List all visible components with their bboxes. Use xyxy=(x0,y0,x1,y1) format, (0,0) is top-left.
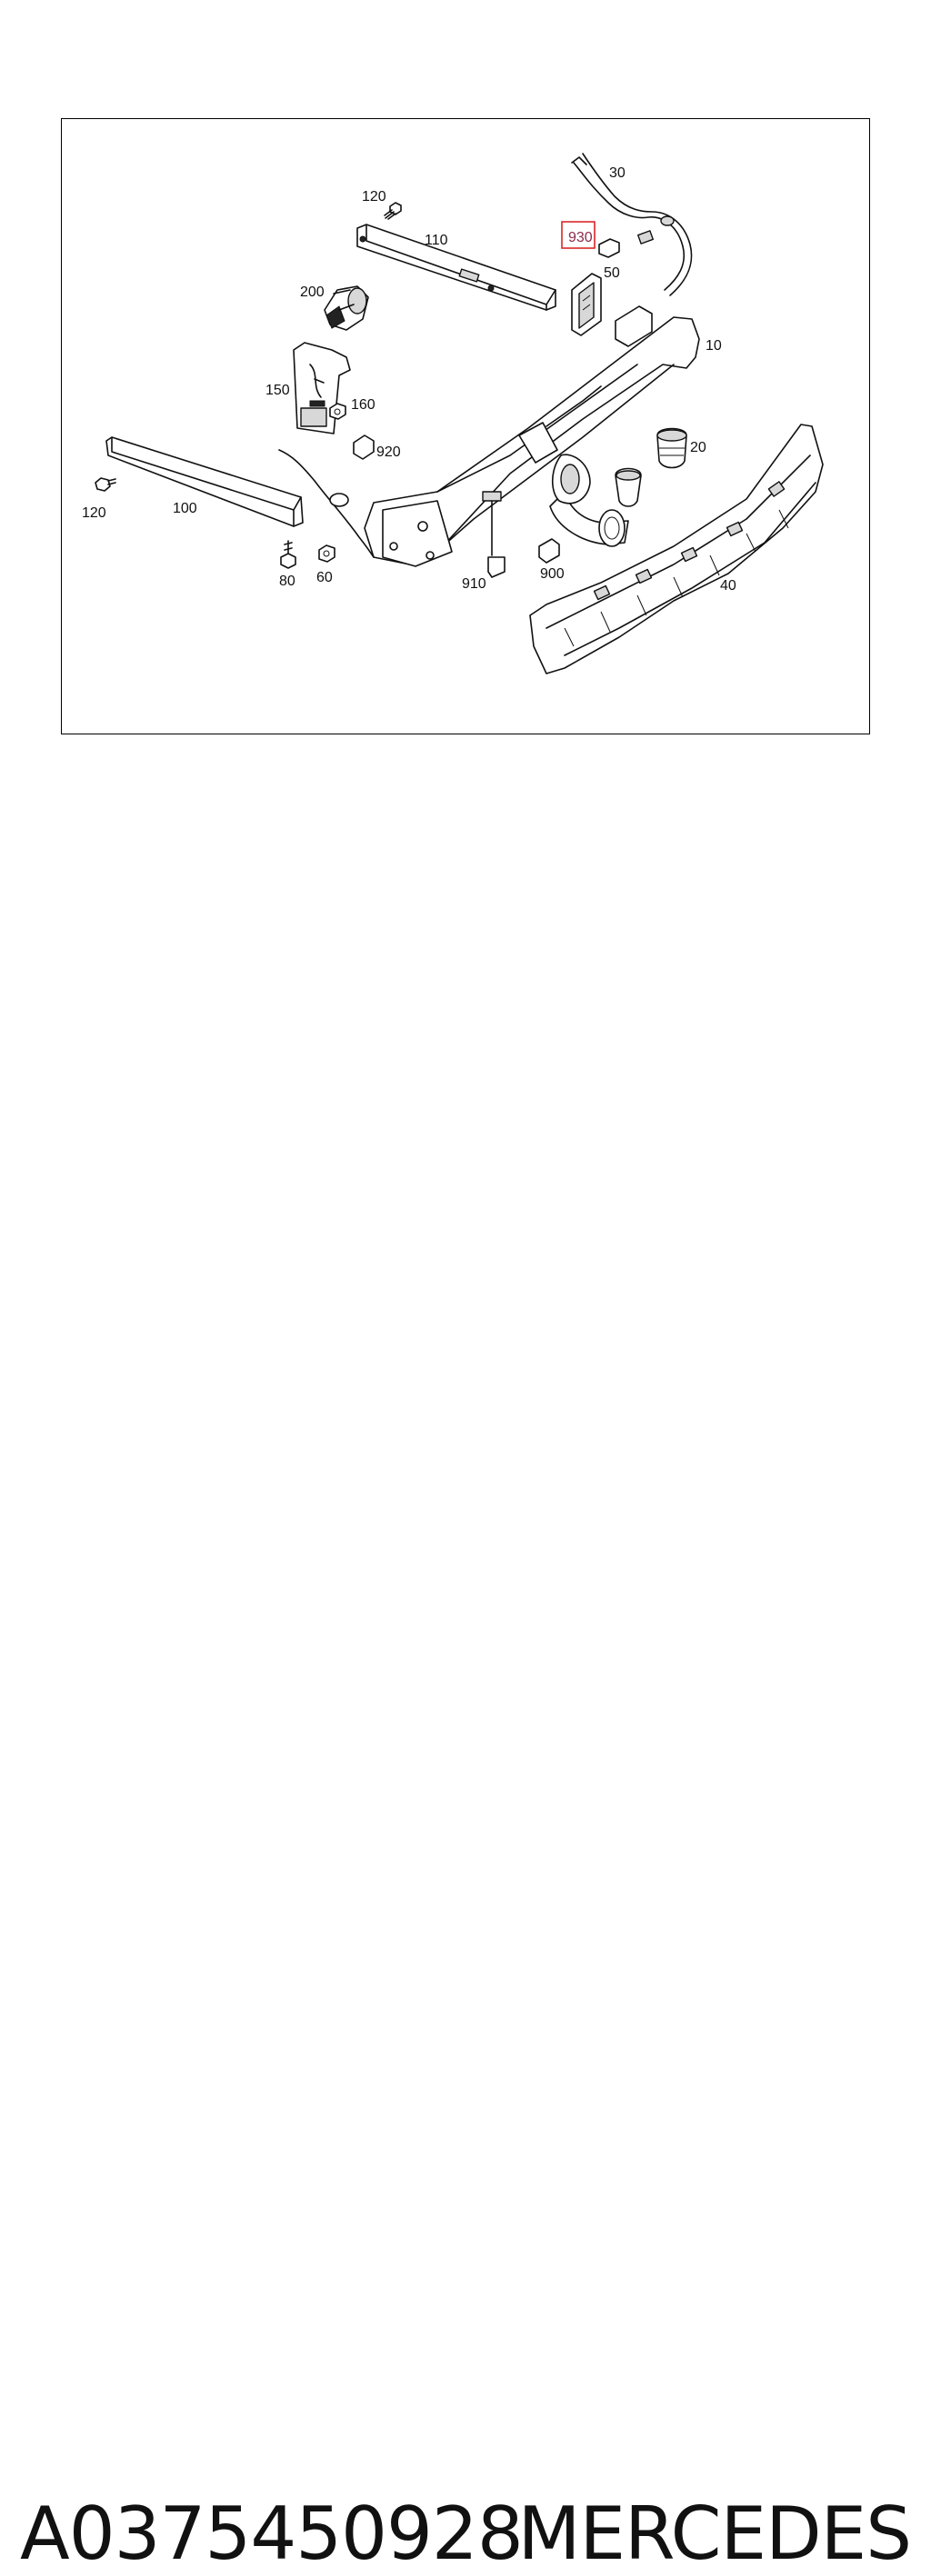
callout-labels: 30 120 930 110 50 200 10 150 160 920 20 … xyxy=(82,165,736,594)
highlight-box-930 xyxy=(561,221,596,249)
part-930-connector xyxy=(598,238,620,258)
part-160-nut xyxy=(329,403,346,420)
part-920-clip xyxy=(353,434,375,460)
part-10-tow-bar xyxy=(364,305,700,567)
label-150: 150 xyxy=(265,383,290,398)
label-120-top: 120 xyxy=(362,189,386,205)
part-30-wiring-harness xyxy=(571,153,693,296)
label-40: 40 xyxy=(720,578,736,594)
part-40-bumper-carrier xyxy=(529,424,824,674)
label-20: 20 xyxy=(690,440,706,455)
label-910: 910 xyxy=(462,576,486,592)
part-60-nut xyxy=(318,544,335,563)
part-120-bolt-bottom xyxy=(95,477,116,492)
label-50: 50 xyxy=(604,265,620,281)
brand-name: MERCEDES xyxy=(517,2491,912,2576)
part-20-ball-cap xyxy=(656,427,687,469)
label-160: 160 xyxy=(351,397,375,413)
label-60: 60 xyxy=(316,570,333,585)
cable-with-grommet xyxy=(278,449,502,558)
part-200-socket xyxy=(324,285,369,331)
label-930: 930 xyxy=(568,230,593,245)
part-80-bolt xyxy=(280,540,296,569)
label-900: 900 xyxy=(540,566,565,582)
part-100-lower-beam xyxy=(105,436,304,527)
ball-hitch xyxy=(549,454,629,547)
label-10: 10 xyxy=(706,338,722,354)
label-920: 920 xyxy=(376,444,401,460)
parts-diagram-frame: 30 120 930 110 50 200 10 150 160 920 20 … xyxy=(61,118,870,734)
part-120-bolt-top xyxy=(384,202,402,220)
label-110: 110 xyxy=(425,233,448,248)
label-80: 80 xyxy=(279,574,295,589)
label-200: 200 xyxy=(300,285,325,300)
tow-ball-knob xyxy=(615,467,642,507)
part-110-cross-beam xyxy=(356,224,556,311)
part-910-clip xyxy=(487,556,506,578)
parts-diagram: 30 120 930 110 50 200 10 150 160 920 20 … xyxy=(82,153,824,674)
part-150-bracket xyxy=(293,342,351,434)
part-50-plate xyxy=(571,273,602,336)
part-900-clip xyxy=(538,538,560,564)
label-100: 100 xyxy=(173,501,197,516)
label-30: 30 xyxy=(609,165,626,181)
footer: A0375450928 MERCEDES xyxy=(0,1245,931,2576)
part-number: A0375450928 xyxy=(20,2491,524,2576)
label-120-bottom: 120 xyxy=(82,505,106,521)
